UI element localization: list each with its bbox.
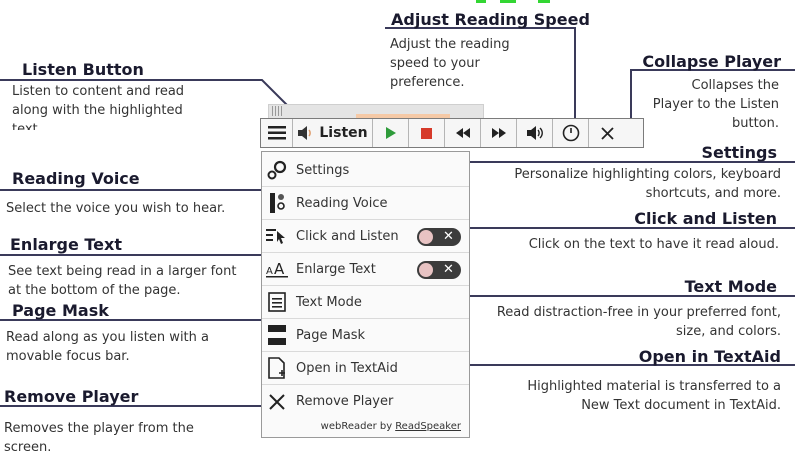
play-icon <box>385 127 396 139</box>
forward-icon <box>491 128 506 138</box>
highlighted-text <box>356 114 450 120</box>
hamburger-icon <box>267 126 286 140</box>
stop-icon <box>421 127 432 139</box>
enlarge-text-toggle[interactable]: ✕ <box>417 261 461 279</box>
collapse-button[interactable] <box>589 119 625 147</box>
menu-footer: webReader by ReadSpeaker <box>262 416 469 436</box>
enlarge-text-heading: Enlarge Text <box>10 235 122 254</box>
rewind-icon <box>455 128 470 138</box>
top-accent-bar <box>500 0 516 3</box>
player-toolbar: Listen <box>260 118 644 148</box>
textaid-heading: Open in TextAid <box>638 347 781 366</box>
remove-player-heading: Remove Player <box>4 387 139 406</box>
remove-icon <box>264 393 290 410</box>
click-listen-icon <box>264 227 290 245</box>
reading-voice-heading: Reading Voice <box>12 169 140 188</box>
close-icon: ✕ <box>443 229 454 244</box>
footer-prefix: webReader by <box>320 420 393 432</box>
click-listen-heading: Click and Listen <box>634 209 777 228</box>
reading-voice-desc: Select the voice you wish to hear. <box>6 201 226 216</box>
listen-label: Listen <box>319 125 368 141</box>
settings-icon <box>264 160 290 180</box>
menu-item-settings[interactable]: Settings <box>262 154 469 187</box>
line-adjust-speed <box>385 27 576 126</box>
speaker-icon <box>298 126 312 140</box>
menu-item-text-mode[interactable]: Text Mode <box>262 286 469 319</box>
textaid-desc: Highlighted material is transferred to a… <box>527 379 781 413</box>
menu-item-open-textaid[interactable]: Open in TextAid <box>262 352 469 385</box>
volume-button[interactable] <box>517 119 553 147</box>
svg-text:A: A <box>274 260 285 278</box>
collapse-player-heading: Collapse Player <box>642 52 781 71</box>
click-listen-desc: Click on the text to have it read aloud. <box>528 237 779 252</box>
readspeaker-link[interactable]: ReadSpeaker <box>395 420 461 432</box>
line-collapse <box>630 69 795 126</box>
drag-grip[interactable] <box>272 106 282 116</box>
click-listen-toggle[interactable]: ✕ <box>417 228 461 246</box>
top-accent-bar <box>476 0 486 3</box>
svg-text:A: A <box>266 266 273 277</box>
menu-item-label: Open in TextAid <box>296 360 398 376</box>
speed-gauge-icon <box>562 124 579 142</box>
menu-item-label: Remove Player <box>296 394 394 409</box>
menu-item-label: Reading Voice <box>296 195 388 211</box>
close-icon: ✕ <box>443 262 454 277</box>
volume-icon <box>526 126 543 140</box>
menu-item-reading-voice[interactable]: Reading Voice <box>262 187 469 220</box>
listen-button-heading: Listen Button <box>22 60 144 79</box>
menu-button[interactable] <box>261 119 293 147</box>
top-accent-bar <box>538 0 550 3</box>
text-mode-icon <box>264 292 290 312</box>
listen-button[interactable]: Listen <box>293 119 373 147</box>
settings-desc: Personalize highlighting colors, keyboar… <box>514 167 781 201</box>
settings-heading: Settings <box>701 143 777 162</box>
menu-item-remove-player[interactable]: Remove Player <box>262 385 469 418</box>
menu-item-page-mask[interactable]: Page Mask <box>262 319 469 352</box>
play-button[interactable] <box>373 119 409 147</box>
menu-item-label: Page Mask <box>296 327 366 343</box>
voice-icon <box>264 192 290 214</box>
textaid-icon <box>264 357 290 379</box>
text-mode-heading: Text Mode <box>684 277 777 296</box>
rewind-button[interactable] <box>445 119 481 147</box>
page-mask-icon <box>264 325 290 345</box>
page-mask-heading: Page Mask <box>12 301 109 320</box>
text-mode-desc: Read distraction-free in your preferred … <box>496 305 781 339</box>
speed-button[interactable] <box>553 119 589 147</box>
menu-item-click-listen[interactable]: Click and Listen ✕ <box>262 220 469 253</box>
menu-item-label: Text Mode <box>296 294 362 310</box>
player-menu: Settings Reading Voice Click and Listen … <box>261 151 470 438</box>
forward-button[interactable] <box>481 119 517 147</box>
stop-button[interactable] <box>409 119 445 147</box>
menu-item-label: Enlarge Text <box>296 261 376 277</box>
close-icon <box>600 126 614 140</box>
adjust-speed-heading: Adjust Reading Speed <box>391 10 590 29</box>
menu-item-label: Click and Listen <box>296 228 399 244</box>
menu-item-label: Settings <box>296 162 350 178</box>
